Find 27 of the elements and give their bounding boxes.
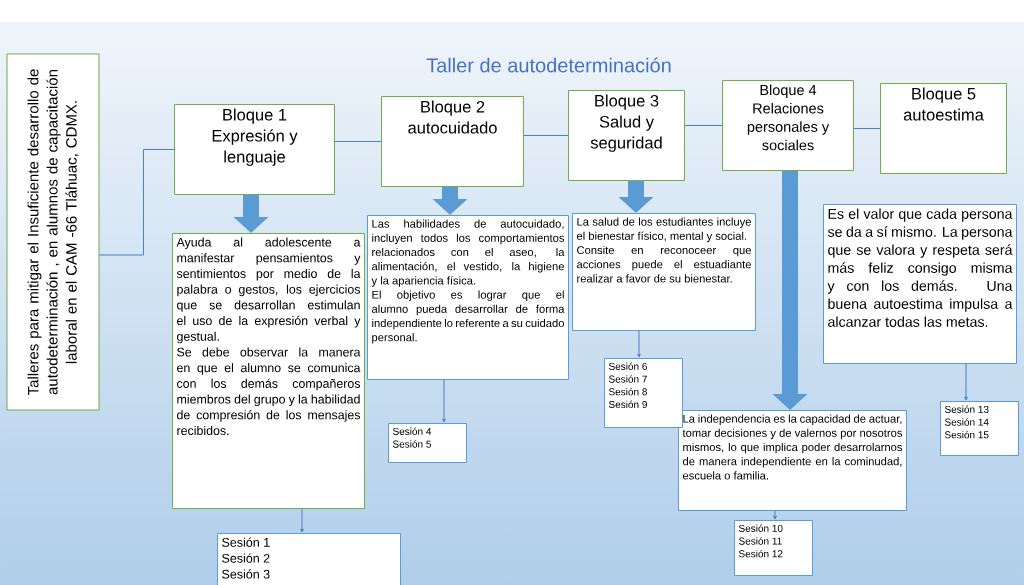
arrow [773, 510, 777, 520]
connector-line [334, 141, 382, 142]
arrow [637, 330, 641, 358]
session-box: Sesión 1 Sesión 2 Sesión 3 [217, 533, 401, 585]
arrow [964, 363, 968, 401]
connector-line [684, 125, 723, 126]
block-box: Bloque 4 Relaciones personales y sociales [722, 80, 854, 171]
session-box: Sesión 10 Sesión 11 Sesión 12 [734, 520, 813, 576]
arrow [442, 379, 446, 423]
description-box: Es el valor que cada persona se da a sí mismo. La persona que se valora y respeta será más feliz consigo misma y con los demás. Una buena autoestima impulsa a alcanzar todas las metas. [823, 204, 1017, 364]
arrow [300, 508, 304, 533]
description-box: La independencia es la capacidad de actuar, tomar decisiones y de valernos por nosotros mismos, lo que implica poder desarrolarnos de manera independiente en la cominudad, escuela o familia. [678, 410, 907, 511]
connector-line [99, 149, 175, 256]
description-box: La salud de los estudiantes incluye el bienestar físico, mental y social. Consite en reconoceer que acciones puede el estuadiante realizar a favor de su bienestar. [572, 213, 756, 331]
title-box: Talleres para mitigar el Insuficiente desarrollo de autodeterminación , en alumnos de capacitación laboral en el CAM -66 Tláhuac, CDMX. [6, 53, 100, 411]
description-box: Ayuda al adolescente a manifestar pensamientos y sentimientos por medio de la palabra o gestos, los ejercicios que se desarrollan estimulan el uso de la expresión verbal y gestual. Se debe observar la manera en que el alumno se comunica con los demás compañeros miembros del grupo y la habilidad de compresión de los mensajes recibidos. [172, 233, 365, 509]
session-box: Sesión 4 Sesión 5 [388, 423, 467, 463]
description-box: Las habilidades de autocuidado, incluyen todos los comportamientos relacionados con el aseo, la alimentación, el vestido, la higiene y la apariencia física. El objetivo es lograr que el alumno pueda desarrollar de forma independiente lo referente a su cuidado personal. [367, 215, 569, 380]
block-box: Bloque 5 autoestima [880, 83, 1007, 174]
connector-line [853, 128, 881, 129]
session-box: Sesión 6 Sesión 7 Sesión 8 Sesión 9 [604, 358, 683, 428]
session-box: Sesión 13 Sesión 14 Sesión 15 [940, 401, 1019, 456]
connector-line [523, 135, 569, 136]
block-box: Bloque 1 Expresión y lenguaje [174, 104, 335, 195]
block-box: Bloque 3 Salud y seguridad [568, 90, 685, 181]
diagram-title: Taller de autodeterminación [426, 57, 671, 73]
block-box: Bloque 2 autocuidado [381, 96, 524, 187]
